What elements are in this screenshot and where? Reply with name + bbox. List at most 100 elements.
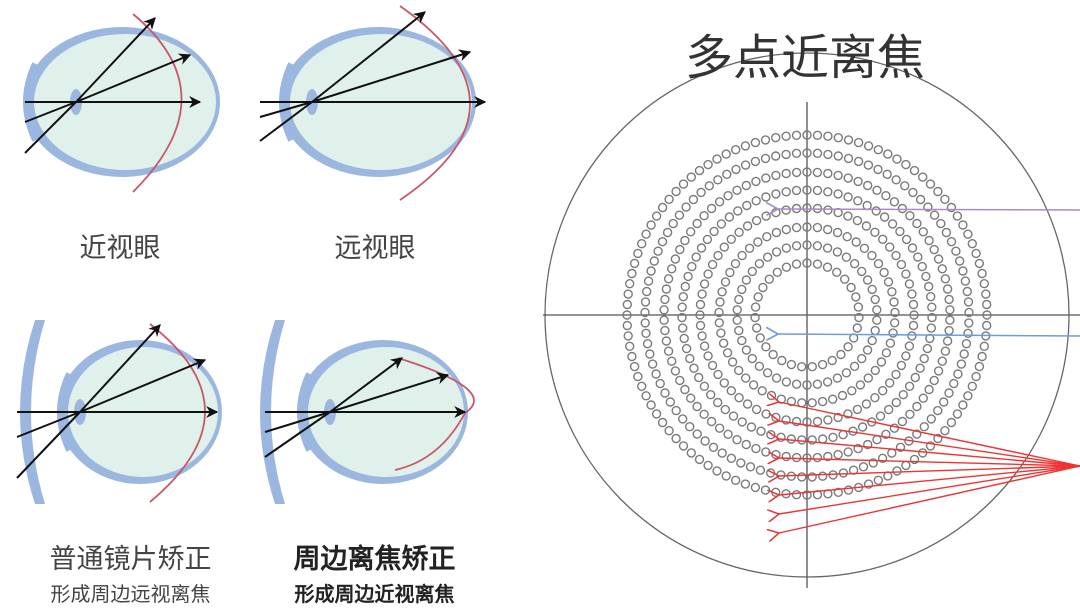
defocus-lenslet-dot — [678, 292, 688, 302]
defocus-lenslet-dot — [870, 325, 880, 336]
defocus-lenslet-dot — [895, 442, 906, 452]
defocus-lenslet-dot — [750, 482, 761, 493]
defocus-lenslet-dot — [861, 221, 872, 231]
defocus-lenslet-dot — [686, 393, 696, 403]
defocus-lenslet-dot — [909, 454, 920, 465]
defocus-lenslet-dot — [933, 366, 944, 376]
defocus-lenslet-dot — [904, 341, 915, 351]
defocus-lenslet-dot — [923, 202, 933, 212]
defocus-lenslet-dot — [961, 339, 972, 349]
defocus-lenslet-dot — [896, 259, 907, 270]
defocus-lenslet-dot — [781, 415, 791, 425]
defocus-lenslet-dot — [891, 369, 901, 380]
defocus-lenslet-dot — [791, 241, 802, 251]
defocus-lenslet-dot — [622, 299, 632, 310]
defocus-lenslet-dot — [802, 203, 812, 213]
defocus-lenslet-dot — [762, 368, 773, 378]
defocus-lenslet-dot — [828, 432, 838, 442]
defocus-lenslet-dot — [863, 479, 874, 489]
defocus-lenslet-dot — [781, 149, 791, 160]
defocus-lenslet-dot — [695, 310, 705, 320]
defocus-lenslet-dot — [812, 259, 823, 269]
defocus-lenslet-dot — [812, 416, 823, 427]
defocus-lenslet-dot — [807, 435, 817, 445]
defocus-lenslet-dot — [713, 175, 723, 185]
defocus-lenslet-dot — [827, 355, 837, 366]
defocus-lenslet-dot — [929, 210, 940, 220]
defocus-lenslet-dot — [843, 135, 854, 145]
defocus-lenslet-dot — [852, 215, 863, 226]
incoming-ray — [264, 411, 331, 433]
defocus-lenslet-dot — [921, 271, 931, 282]
defocus-lenslet-dot — [719, 242, 729, 252]
defocus-lenslet-dot — [627, 351, 637, 362]
defocus-lenslet-dot — [946, 417, 957, 428]
defocus-lenslet-dot — [655, 378, 665, 389]
defocus-lenslet-dot — [882, 169, 892, 180]
defocus-lenslet-dot — [933, 405, 943, 416]
defocus-lenslet-dot — [694, 372, 704, 383]
defocus-lenslet-dot — [637, 238, 647, 249]
defocus-lenslet-dot — [877, 453, 888, 463]
defocus-lenslet-dot — [683, 271, 693, 282]
defocus-lenslet-dot — [754, 259, 765, 269]
defocus-lenslet-dot — [887, 219, 898, 229]
defocus-lenslet-dot — [760, 153, 771, 164]
defocus-lenslet-dot — [640, 307, 650, 318]
defocus-lenslet-dot — [678, 414, 688, 424]
incoming-ray — [16, 411, 81, 438]
defocus-lenslet-dot — [863, 439, 873, 450]
defocus-lenslet-dot — [694, 165, 705, 176]
defocus-lenslet-dot — [663, 274, 674, 284]
defocus-lenslet-dot — [872, 185, 882, 196]
defocus-lenslet-dot — [726, 386, 736, 396]
defocus-lenslet-dot — [760, 485, 771, 495]
defocus-lenslet-dot — [667, 264, 677, 274]
defocus-lenslet-dot — [901, 234, 912, 245]
defocus-lenslet-dot — [681, 202, 691, 212]
defocus-lenslet-dot — [629, 361, 640, 372]
defocus-lenslet-dot — [791, 185, 802, 196]
defocus-lenslet-dot — [944, 388, 954, 398]
defocus-lenslet-dot — [887, 448, 897, 458]
defocus-lenslet-dot — [823, 415, 833, 425]
defocus-lenslet-dot — [849, 259, 860, 269]
defocus-lenslet-dot — [643, 276, 654, 286]
refracted-ray-arrow-icon — [311, 11, 426, 103]
defocus-lenslet-dot — [802, 167, 812, 177]
focal-plane-curve — [132, 13, 183, 193]
defocus-lenslet-dot — [752, 323, 762, 333]
defocus-lenslet-dot — [680, 281, 690, 292]
defocus-lenslet-dot — [967, 381, 977, 391]
defocus-lenslet-dot — [750, 156, 761, 167]
defocus-lenslet-dot — [908, 187, 918, 198]
defocus-lenslet-dot — [651, 409, 662, 419]
defocus-lenslet-dot — [802, 185, 812, 195]
defocus-lenslet-dot — [761, 211, 771, 221]
defocus-lenslet-dot — [747, 266, 757, 277]
defocus-lenslet-dot — [677, 302, 687, 312]
defocus-lenslet-dot — [915, 194, 926, 205]
defocus-lenslet-dot — [740, 479, 751, 489]
defocus-lenslet-dot — [791, 222, 802, 233]
defocus-lenslet-dot — [953, 369, 963, 379]
defocus-lenslet-dot — [843, 173, 853, 183]
defocus-lenslet-dot — [771, 151, 781, 161]
defocus-lenslet-dot — [726, 453, 737, 463]
incoming-ray — [16, 411, 81, 479]
defocus-lenslet-dot — [762, 231, 772, 242]
defocus-lenslet-dot — [942, 284, 953, 294]
defocus-lenslet-dot — [664, 426, 674, 436]
defocus-lenslet-dot — [723, 429, 733, 439]
defocus-lenslet-dot — [675, 244, 685, 255]
defocus-lenslet-dot — [927, 312, 937, 323]
defocus-lenslet-dot — [771, 487, 781, 497]
defocus-lenslet-dot — [937, 356, 947, 366]
caption-myopia: 近视眼 — [79, 233, 161, 264]
defocus-lenslet-dot — [771, 449, 781, 460]
defocus-lenslet-dot — [641, 328, 651, 338]
defocus-lenslet-dot — [725, 267, 735, 278]
focal-plane-curve — [399, 5, 471, 201]
defocus-lenslet-dot — [797, 362, 807, 372]
defocus-lenslet-dot — [897, 416, 908, 427]
